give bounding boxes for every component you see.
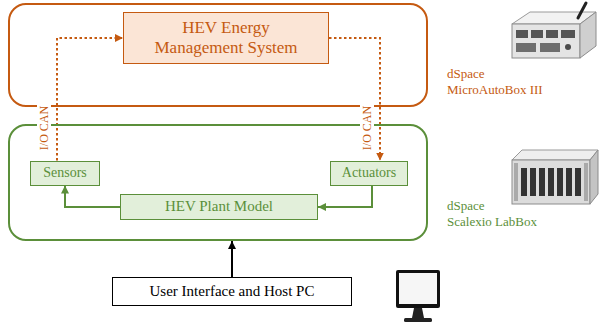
sensor-box: Sensors [30,161,100,186]
monitor-bezel [396,270,440,308]
monitor-base [404,318,432,322]
device-front [512,160,590,204]
plant-model-box: HEV Plant Model [120,194,318,220]
slot [557,168,563,196]
handle [514,163,518,201]
port [565,44,571,50]
connector [531,30,543,38]
connector [516,30,528,38]
slot [548,168,554,196]
device-label-holder: dSpace MicroAutoBox III [447,66,557,97]
box-label: HEV Plant Model [165,198,273,215]
signal-arrow [231,241,233,277]
connector [561,30,575,38]
slot [539,168,545,196]
signal-arrow [65,186,120,208]
microautobox-device [512,3,596,58]
device-front [512,24,580,58]
connector [516,43,536,52]
actuator-box: Actuators [330,161,408,186]
slot [575,168,581,196]
device-label: dSpace Scalexio LabBox [447,198,557,229]
device-side [580,12,596,58]
slot [521,168,527,196]
device-side [590,150,598,204]
slot [566,168,572,196]
scalexio-device [512,150,598,204]
device-label-holder: dSpace Scalexio LabBox [447,198,557,229]
monitor-icon [396,270,440,322]
device-label: dSpace MicroAutoBox III [447,66,557,97]
connector [546,30,558,38]
can-signal-arrow [57,38,123,161]
monitor-neck [412,308,424,318]
slot [530,168,536,196]
handle [584,163,588,201]
bus-label: I/O CAN [360,104,374,152]
can-signal-arrow [329,38,380,161]
box-label: Sensors [43,165,87,181]
box-label: HEV Energy Management System [149,18,304,57]
host-pc-box: User Interface and Host PC [112,277,352,306]
box-label: Actuators [342,165,396,181]
bus-label: I/O CAN [37,104,51,152]
box-label: User Interface and Host PC [150,283,315,300]
connector [540,43,560,52]
signal-arrow [318,186,372,208]
monitor-screen [399,273,437,304]
antenna [578,3,586,18]
controller-region: dSpace MicroAutoBox IIIHEV Energy Manage… [8,3,428,107]
device-top [512,150,598,160]
process-box: HEV Energy Management System [123,12,329,64]
